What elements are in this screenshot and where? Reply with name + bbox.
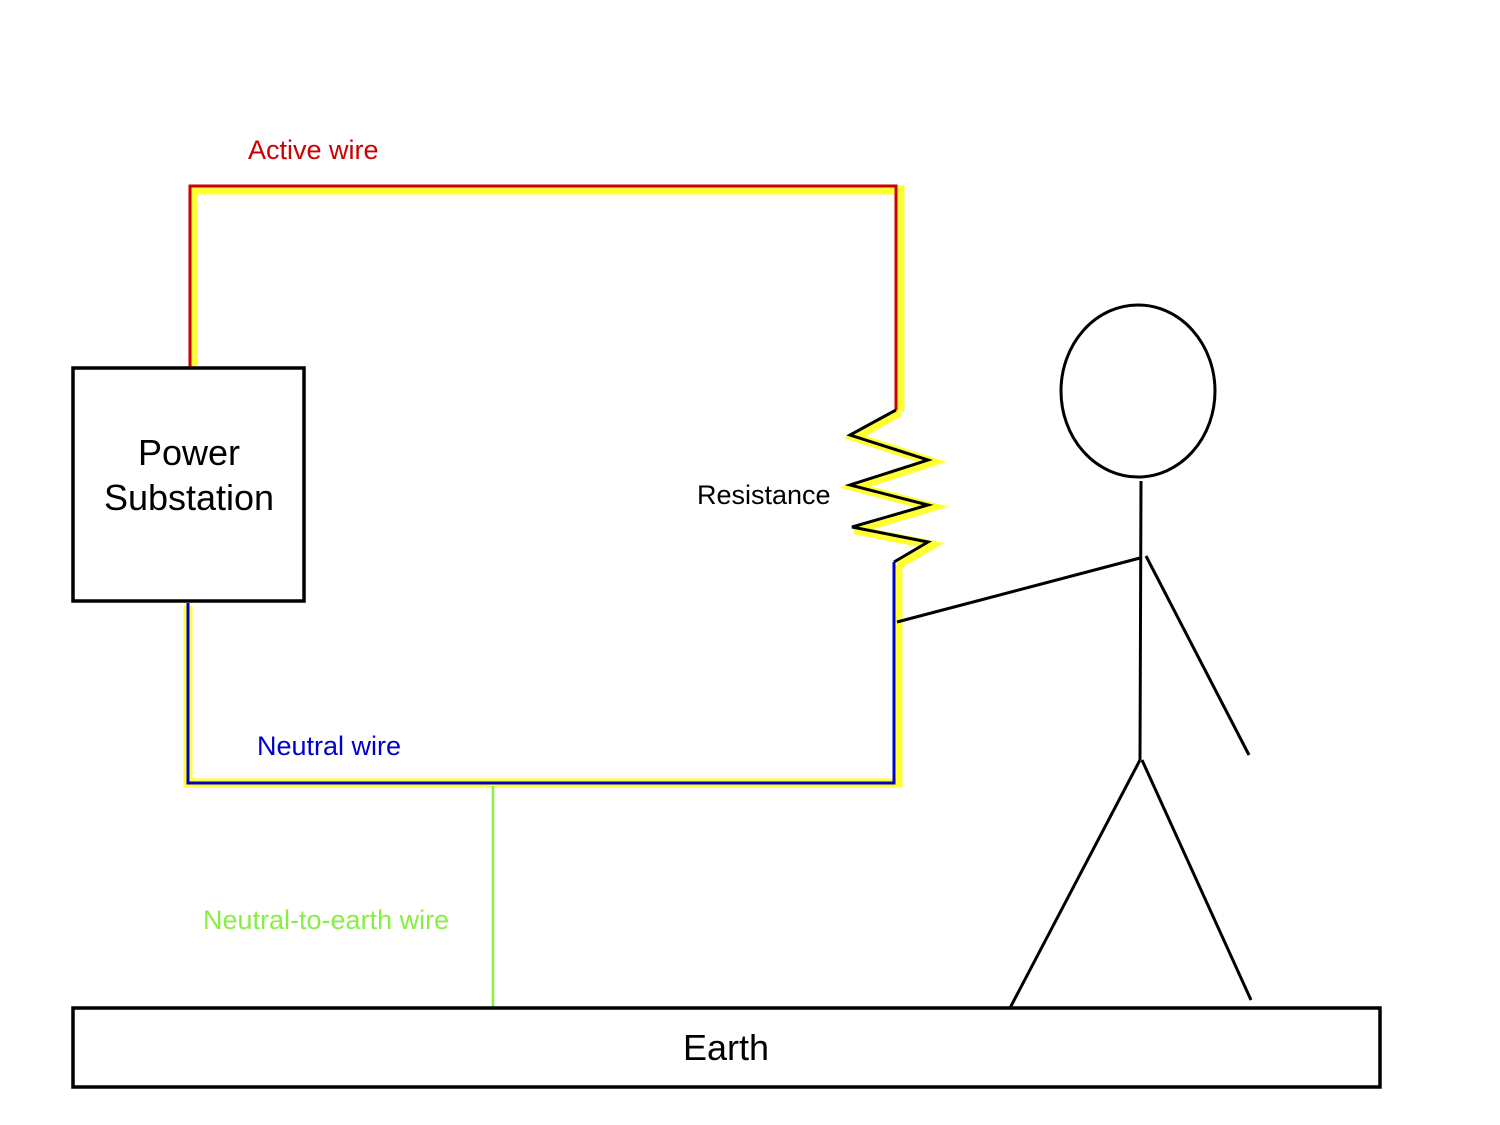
resistance-label: Resistance (697, 480, 831, 510)
power-substation-label-line2: Substation (104, 477, 274, 518)
earth-box (71, 1006, 1382, 1089)
person-arm-right (1144, 555, 1251, 756)
earth-label: Earth (683, 1027, 769, 1068)
power-substation-box (71, 366, 306, 603)
active-highlight (188, 185, 905, 412)
active-wire-label: Active wire (248, 135, 379, 165)
resistor-symbol (844, 408, 934, 564)
power-substation-label-line1: Power (138, 432, 240, 473)
person-leg-left (1008, 759, 1142, 1009)
person-figure (896, 303, 1253, 1009)
person-body (1138, 480, 1143, 761)
person-head (1059, 303, 1217, 479)
neutral-wire-label: Neutral wire (257, 731, 401, 761)
neutral-to-earth-wire-label: Neutral-to-earth wire (203, 905, 449, 935)
person-arm-touching-wire (896, 556, 1141, 624)
neutral-wire (186, 562, 896, 785)
person-leg-right (1140, 759, 1253, 1001)
active-wire (188, 184, 898, 410)
